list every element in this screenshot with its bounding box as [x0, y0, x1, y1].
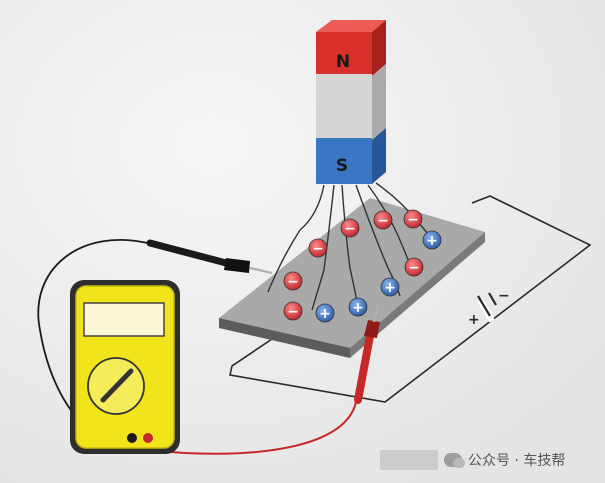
- south-pole-label: S: [336, 156, 348, 176]
- negative-charge: −: [308, 238, 328, 258]
- watermark: 公众号 · 车技帮: [380, 448, 565, 472]
- positive-charge: +: [422, 230, 442, 250]
- north-pole-label: N: [336, 52, 350, 72]
- charge-markers: −−−−−−−++++: [283, 209, 442, 323]
- svg-text:−: −: [408, 260, 420, 276]
- negative-charge: −: [283, 271, 303, 291]
- bar-magnet: N S: [316, 20, 386, 184]
- negative-charge: −: [373, 210, 393, 230]
- red-probe: [147, 303, 380, 455]
- multimeter: [70, 280, 180, 454]
- wechat-icon: [444, 453, 465, 468]
- meter-v-jack: [143, 433, 153, 443]
- svg-text:−: −: [287, 304, 299, 320]
- battery-plus-label: +: [468, 312, 480, 328]
- meter-display: [83, 302, 165, 337]
- battery-symbol: + −: [468, 288, 510, 328]
- svg-text:+: +: [352, 300, 364, 316]
- negative-charge: −: [403, 209, 423, 229]
- svg-text:−: −: [287, 274, 299, 290]
- svg-text:+: +: [319, 306, 331, 322]
- positive-charge: +: [348, 297, 368, 317]
- watermark-blur: [380, 450, 438, 470]
- negative-charge: −: [404, 257, 424, 277]
- meter-com-jack: [127, 433, 137, 443]
- negative-charge: −: [283, 301, 303, 321]
- svg-text:−: −: [312, 241, 324, 257]
- negative-charge: −: [340, 218, 360, 238]
- positive-charge: +: [380, 277, 400, 297]
- watermark-text: 公众号 · 车技帮: [468, 453, 566, 469]
- svg-text:−: −: [377, 213, 389, 229]
- circuit-wire: [229, 195, 592, 403]
- svg-text:−: −: [344, 221, 356, 237]
- battery-minus-label: −: [498, 288, 510, 304]
- svg-text:+: +: [384, 280, 396, 296]
- svg-text:+: +: [426, 233, 438, 249]
- positive-charge: +: [315, 303, 335, 323]
- svg-text:−: −: [407, 212, 419, 228]
